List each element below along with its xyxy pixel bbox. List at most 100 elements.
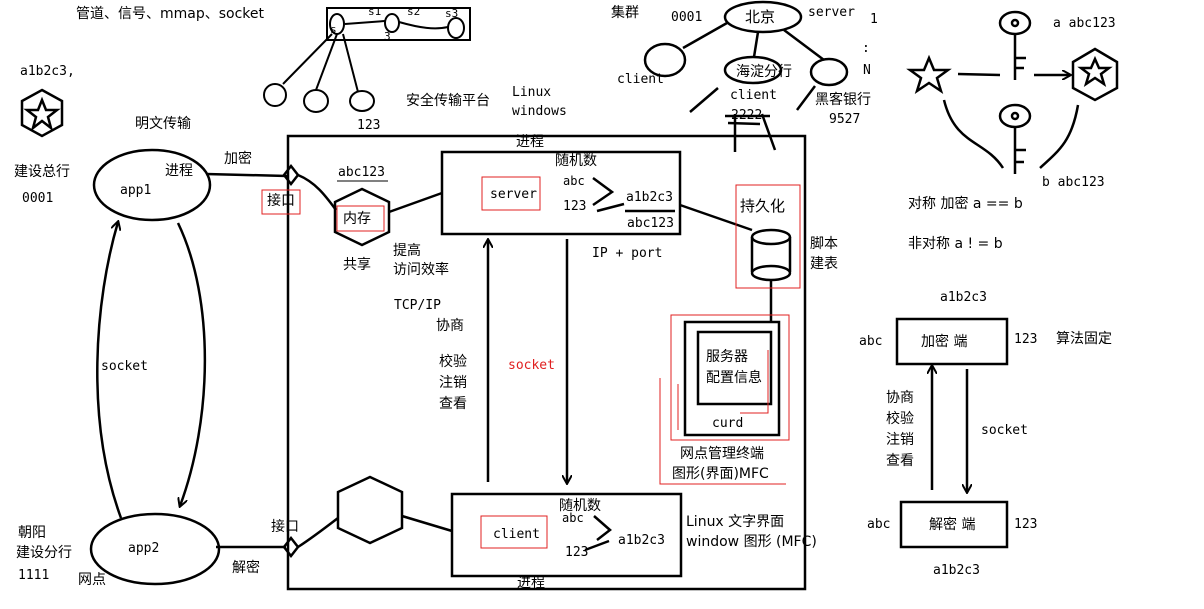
random-top: 随机数: [555, 153, 597, 169]
verify-right: 校验: [886, 411, 914, 427]
s1-label: s1: [368, 5, 382, 18]
random-bottom: 随机数: [559, 498, 601, 514]
outlet-label: 网点: [78, 572, 106, 588]
key-b-label: b abc123: [1042, 175, 1105, 190]
abc-bottom-center: abc: [562, 511, 584, 525]
logout-right: 注销: [886, 432, 914, 448]
decrypt-end: 解密 端: [929, 517, 976, 533]
beijing-label: 北京: [745, 8, 776, 26]
n9527: 9527: [829, 112, 861, 127]
curd-label: curd: [712, 416, 744, 431]
process-top: 进程: [516, 134, 544, 150]
os-windows: windows: [512, 104, 567, 119]
abc-top-center: abc: [563, 174, 585, 188]
improve-line1: 提高: [393, 243, 421, 259]
server-label: server: [490, 187, 537, 202]
enc-dec-diagram: [895, 317, 1009, 549]
plain-transfer: 明文传输: [135, 116, 191, 132]
n123-bottom-center: 123: [565, 545, 589, 560]
cluster-graph: [643, 0, 849, 113]
symmetric-label: 对称 加密 a == b: [908, 196, 1023, 212]
bank2-code: 1111: [18, 568, 50, 583]
colon-label: :: [862, 41, 870, 56]
abc123-top: abc123: [338, 165, 385, 180]
app2-label: app2: [128, 541, 160, 556]
abc-top-right: abc: [859, 334, 883, 349]
mgmt-line2: 图形(界面)MFC: [672, 466, 769, 482]
interface-bottom: 接口: [271, 519, 299, 535]
logout-center: 注销: [439, 375, 467, 391]
encrypt-label: 加密: [224, 151, 252, 167]
s2-label: s2: [407, 5, 421, 18]
shared-label: 共享: [343, 257, 371, 273]
tcpip-label: TCP/IP: [394, 298, 441, 313]
improve-line2: 访问效率: [393, 262, 449, 278]
socket-left: socket: [101, 359, 148, 374]
view-center: 查看: [439, 396, 467, 412]
abc-bottom-right: abc: [867, 517, 891, 532]
cluster-label: 集群: [611, 5, 639, 21]
hacker-bank: 黑客银行: [815, 92, 871, 108]
negotiate-right: 协商: [886, 390, 914, 406]
three-label: 3: [384, 30, 391, 43]
process-bottom: 进程: [517, 575, 545, 591]
app1-label: app1: [120, 183, 152, 198]
encrypt-end: 加密 端: [921, 334, 968, 350]
key-a-label: a abc123: [1053, 16, 1116, 31]
socket-center: socket: [508, 358, 555, 373]
n123-bottom-right: 123: [1014, 517, 1038, 532]
script-line2: 建表: [810, 256, 838, 272]
process-label: 进程: [165, 163, 193, 179]
decrypt-label: 解密: [232, 560, 260, 576]
bank2-line1: 朝阳: [18, 525, 46, 541]
os-linux: Linux: [512, 85, 552, 100]
key-bottom-center: a1b2c3: [618, 533, 665, 548]
n2222: 2222: [731, 108, 763, 123]
algorithm-fixed: 算法固定: [1056, 331, 1112, 347]
server-config-line2: 配置信息: [706, 370, 762, 386]
n-one: 1: [870, 12, 878, 27]
negotiate-center: 协商: [436, 318, 464, 334]
key-top-right: a1b2c3: [940, 290, 987, 305]
text-ui-line1: Linux 文字界面: [686, 514, 785, 530]
s3-label: s3: [445, 7, 459, 20]
n123-top-right: 123: [1014, 332, 1038, 347]
server-config-line1: 服务器: [706, 349, 748, 365]
client2-label: client: [730, 88, 777, 103]
highlight-boxes: [261, 176, 801, 549]
id-label: a1b2c3,: [20, 64, 75, 79]
memory-label: 内存: [343, 211, 371, 227]
ipc-process-group: [263, 7, 471, 113]
key-bottom-right: a1b2c3: [933, 563, 980, 578]
key-center: a1b2c3: [626, 190, 673, 205]
client-cluster: client: [617, 72, 664, 87]
num-123: 123: [357, 118, 381, 133]
keys-diagram: [906, 10, 1119, 174]
s-label: s: [330, 23, 337, 36]
server-cluster: server: [808, 5, 855, 20]
n-N: N: [863, 63, 871, 78]
abc123-center: abc123: [627, 216, 674, 231]
verify-center: 校验: [439, 354, 467, 370]
ipc-methods: 管道、信号、mmap、socket: [76, 6, 265, 22]
n123-center: 123: [563, 199, 587, 214]
app-nodes: [89, 148, 300, 586]
text-ui-line2: window 图形 (MFC): [686, 534, 817, 550]
star-badge-icon: [20, 88, 64, 138]
platform-frame: [286, 113, 807, 591]
view-right: 查看: [886, 453, 914, 469]
script-line1: 脚本: [810, 236, 838, 252]
persist-label: 持久化: [740, 197, 786, 215]
asymmetric-label: 非对称 a ! = b: [908, 236, 1003, 252]
bank1-name: 建设总行: [14, 164, 70, 180]
ip-port-label: IP + port: [592, 246, 663, 261]
code-0001: 0001: [671, 10, 703, 25]
bank1-code: 0001: [22, 191, 54, 206]
interface-top: 接口: [267, 193, 295, 209]
client-label: client: [493, 527, 540, 542]
platform-title: 安全传输平台: [406, 93, 490, 109]
socket-right: socket: [981, 423, 1028, 438]
mgmt-line1: 网点管理终端: [680, 446, 764, 462]
haidian-label: 海淀分行: [736, 64, 792, 80]
